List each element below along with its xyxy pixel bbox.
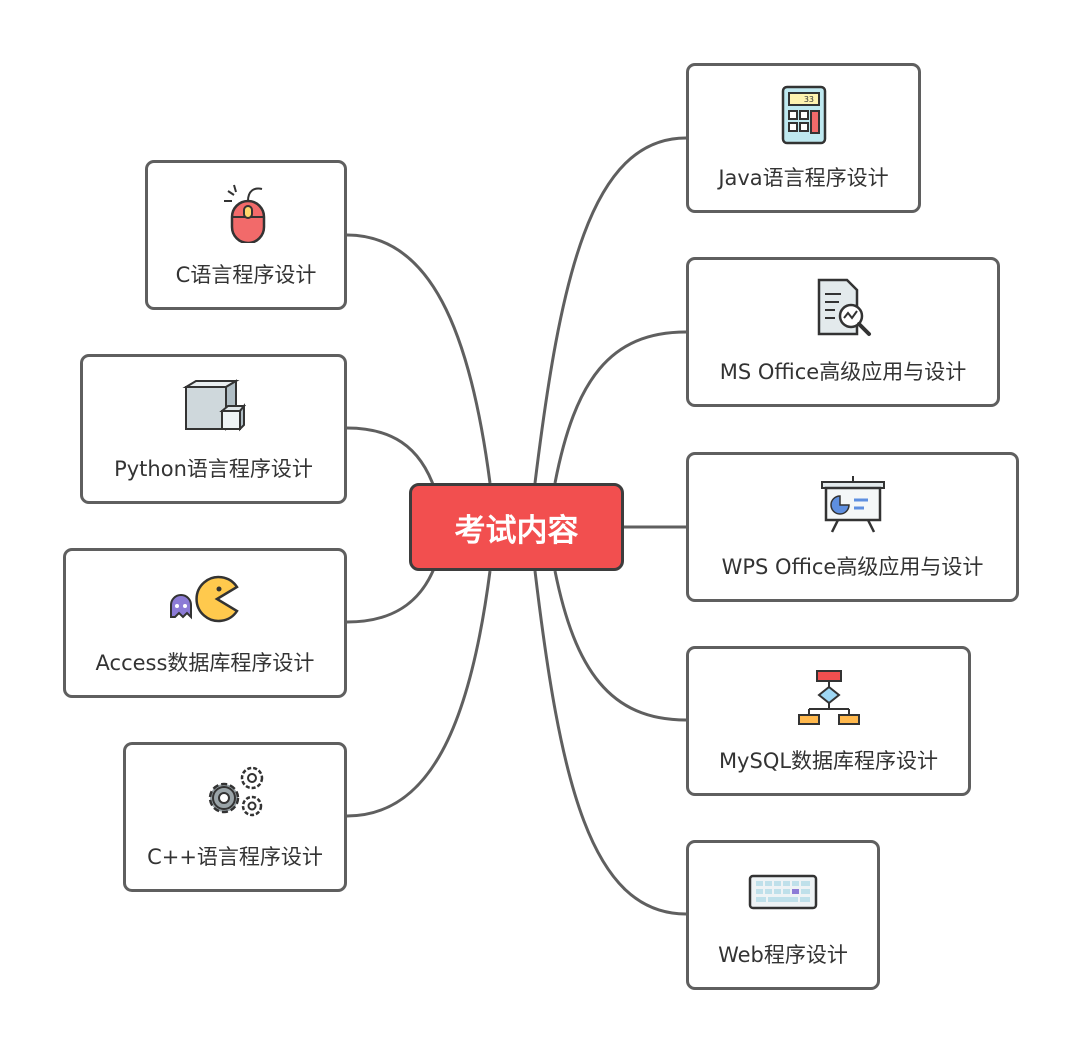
node-mysql[interactable]: MySQL数据库程序设计 xyxy=(686,646,971,796)
connector-msoffice xyxy=(553,330,687,484)
keyboard-icon xyxy=(689,861,877,923)
node-wps-office[interactable]: WPS Office高级应用与设计 xyxy=(686,452,1019,602)
connector-java xyxy=(533,136,687,484)
node-python[interactable]: Python语言程序设计 xyxy=(80,354,347,504)
gears-icon xyxy=(126,763,344,825)
connector-web xyxy=(533,570,687,916)
document-search-icon xyxy=(689,278,997,340)
node-cpp[interactable]: C++语言程序设计 xyxy=(123,742,347,892)
presentation-board-icon xyxy=(689,473,1016,535)
mouse-icon xyxy=(148,181,344,243)
node-label: WPS Office高级应用与设计 xyxy=(721,555,984,579)
node-web[interactable]: Web程序设计 xyxy=(686,840,880,990)
connector-python xyxy=(346,426,437,491)
node-label: Access数据库程序设计 xyxy=(95,651,315,675)
node-label: MS Office高级应用与设计 xyxy=(719,360,967,384)
node-ms-office[interactable]: MS Office高级应用与设计 xyxy=(686,257,1000,407)
connector-mysql xyxy=(553,570,687,722)
connector-access xyxy=(346,565,437,624)
svg-text:33: 33 xyxy=(803,95,813,104)
node-label: Java语言程序设计 xyxy=(718,166,889,190)
cube-icon xyxy=(83,375,344,437)
calculator-icon: 33 xyxy=(689,84,918,146)
pacman-icon xyxy=(66,569,344,631)
node-label: Web程序设计 xyxy=(718,943,848,967)
node-label: C++语言程序设计 xyxy=(147,845,323,869)
flowchart-icon xyxy=(689,667,968,729)
node-label: C语言程序设计 xyxy=(175,263,317,287)
node-java[interactable]: 33 Java语言程序设计 xyxy=(686,63,921,213)
connector-c xyxy=(346,233,492,484)
node-c-language[interactable]: C语言程序设计 xyxy=(145,160,347,310)
root-node[interactable]: 考试内容 xyxy=(409,483,624,571)
connector-cpp xyxy=(346,570,492,818)
node-label: Python语言程序设计 xyxy=(114,457,313,481)
node-access[interactable]: Access数据库程序设计 xyxy=(63,548,347,698)
node-label: MySQL数据库程序设计 xyxy=(718,749,939,773)
root-label: 考试内容 xyxy=(454,512,579,549)
